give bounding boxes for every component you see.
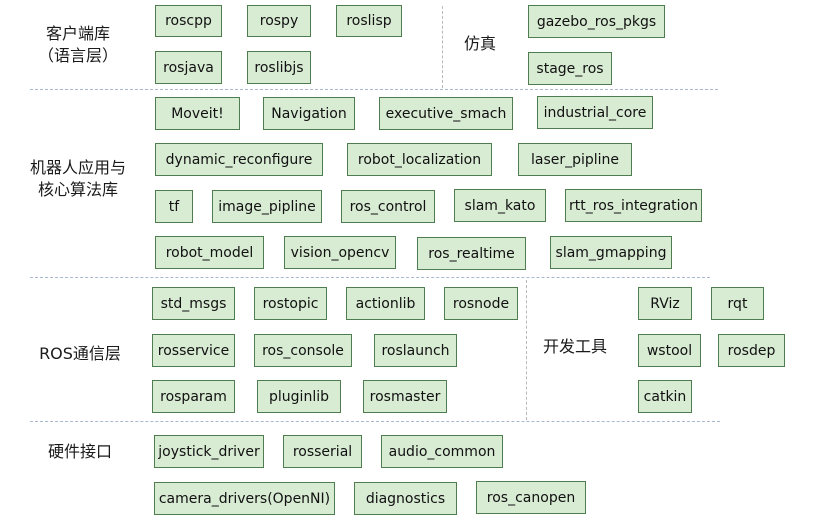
section-label-algorithms-line2: 核心算法库 xyxy=(37,180,118,199)
package-pluginlib: pluginlib xyxy=(257,380,341,413)
section-label-algorithms-line1: 机器人应用与 xyxy=(29,158,126,177)
package-ros-console: ros_console xyxy=(254,334,352,367)
package-wstool: wstool xyxy=(638,334,701,367)
package-slam-gmapping: slam_gmapping xyxy=(550,236,672,269)
package-industrial-core: industrial_core xyxy=(537,96,653,129)
section-label-algorithms: 机器人应用与 核心算法库 xyxy=(18,157,138,201)
package-rtt-ros-integration: rtt_ros_integration xyxy=(565,189,702,222)
package-image-pipline: image_pipline xyxy=(212,190,322,223)
package-rosjava: rosjava xyxy=(155,51,222,84)
separator-communication-devtools xyxy=(526,280,527,420)
package-robot-model: robot_model xyxy=(155,236,264,269)
package-executive-smach: executive_smach xyxy=(379,97,513,130)
package-rosparam: rosparam xyxy=(152,380,235,413)
package-stage-ros: stage_ros xyxy=(528,52,612,85)
package-rosnode: rosnode xyxy=(444,287,518,320)
package-camera-drivers: camera_drivers(OpenNI) xyxy=(154,482,335,515)
package-dynamic-reconfigure: dynamic_reconfigure xyxy=(155,143,323,176)
package-moveit: Moveit! xyxy=(155,97,240,130)
package-actionlib: actionlib xyxy=(346,287,425,320)
separator-client-algorithms xyxy=(30,89,718,90)
package-gazebo-ros-pkgs: gazebo_ros_pkgs xyxy=(528,5,665,38)
package-laser-pipline: laser_pipline xyxy=(518,143,632,176)
package-ros-realtime: ros_realtime xyxy=(417,237,526,270)
package-audio-common: audio_common xyxy=(381,435,503,468)
separator-algorithms-communication xyxy=(30,277,710,278)
package-rosmaster: rosmaster xyxy=(363,380,447,413)
section-label-dev-tools: 开发工具 xyxy=(542,337,607,356)
package-rosdep: rosdep xyxy=(718,334,785,367)
package-rospy: rospy xyxy=(247,5,311,37)
section-label-communication: ROS通信层 xyxy=(39,344,121,363)
section-label-client-libs-line1: 客户端库 xyxy=(45,24,110,43)
package-rosservice: rosservice xyxy=(152,334,235,367)
package-tf: tf xyxy=(155,190,193,223)
separator-communication-hardware xyxy=(30,421,720,422)
package-rosserial: rosserial xyxy=(283,435,362,468)
package-robot-localization: robot_localization xyxy=(347,143,492,176)
package-navigation: Navigation xyxy=(263,97,355,130)
package-ros-canopen: ros_canopen xyxy=(476,481,586,514)
package-vision-opencv: vision_opencv xyxy=(284,236,396,269)
package-std-msgs: std_msgs xyxy=(152,287,235,320)
package-catkin: catkin xyxy=(638,380,692,413)
section-label-simulation: 仿真 xyxy=(463,34,496,53)
package-diagnostics: diagnostics xyxy=(354,482,457,515)
package-roslisp: roslisp xyxy=(336,5,402,37)
package-roscpp: roscpp xyxy=(155,5,222,37)
package-rviz: RViz xyxy=(638,287,692,320)
section-label-hardware: 硬件接口 xyxy=(47,442,112,461)
section-label-client-libs: 客户端库 （语言层） xyxy=(28,23,128,67)
package-rostopic: rostopic xyxy=(254,287,327,320)
package-roslibjs: roslibjs xyxy=(247,51,311,84)
section-label-client-libs-line2: （语言层） xyxy=(37,46,118,65)
package-roslaunch: roslaunch xyxy=(374,334,457,367)
package-ros-control: ros_control xyxy=(341,190,435,223)
package-rqt: rqt xyxy=(711,287,764,320)
package-slam-kato: slam_kato xyxy=(454,189,546,222)
separator-client-simulation xyxy=(442,6,443,88)
package-joystick-driver: joystick_driver xyxy=(154,435,264,468)
